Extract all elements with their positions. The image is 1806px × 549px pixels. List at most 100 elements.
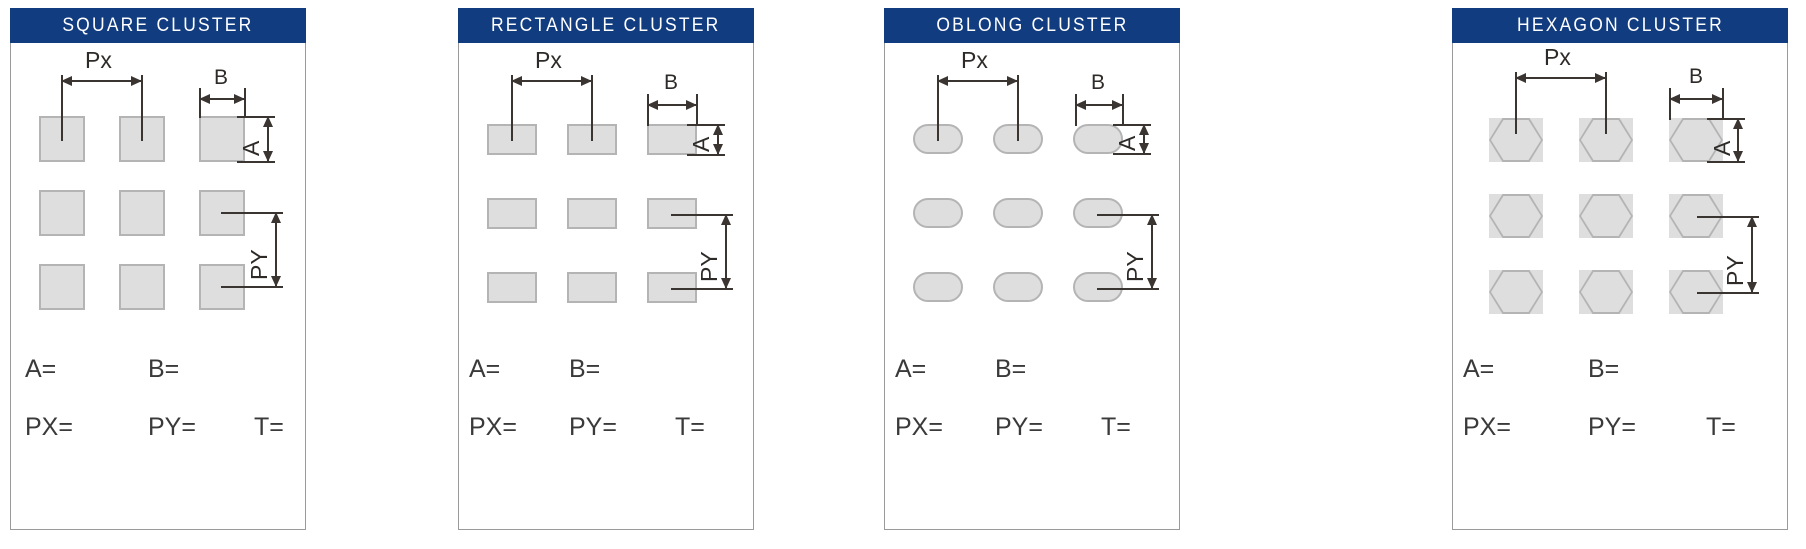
panel-header-rectangle: RECTANGLE CLUSTER bbox=[458, 8, 754, 43]
field-a: A= bbox=[25, 355, 57, 383]
cluster-shape bbox=[487, 272, 537, 303]
a-label: A bbox=[1114, 135, 1140, 151]
cluster-shape bbox=[487, 198, 537, 229]
cluster-shape bbox=[1073, 272, 1123, 302]
py-dimension-line bbox=[1751, 216, 1753, 293]
px-label: Px bbox=[535, 47, 562, 73]
panel-canvas-square: Px B A PY A= B= PX= P bbox=[11, 42, 305, 529]
b-label: B bbox=[664, 71, 679, 94]
a-arrow-up bbox=[1139, 124, 1149, 135]
px-dimension-line bbox=[937, 80, 1018, 82]
px-extension-left bbox=[511, 75, 513, 141]
py-label: PY bbox=[1722, 255, 1748, 286]
cluster-shape bbox=[647, 124, 697, 155]
py-extension-top bbox=[221, 212, 283, 214]
panel-square-cluster: SQUARE CLUSTER Px B bbox=[10, 8, 306, 530]
a-arrow-down bbox=[263, 151, 273, 162]
panel-title: HEXAGON CLUSTER bbox=[1516, 14, 1724, 36]
a-label: A bbox=[238, 140, 264, 156]
py-extension-bottom bbox=[671, 288, 733, 290]
a-dimension-line bbox=[1737, 118, 1739, 162]
py-dimension-line bbox=[275, 212, 277, 287]
a-arrow-up bbox=[1733, 118, 1743, 129]
cluster-shape bbox=[1669, 118, 1723, 162]
px-dimension-line bbox=[511, 80, 592, 82]
py-arrow-up bbox=[271, 212, 281, 223]
cluster-shape bbox=[647, 198, 697, 229]
b-label: B bbox=[1091, 71, 1106, 94]
b-extension-left bbox=[647, 94, 649, 126]
field-px: PX= bbox=[25, 413, 73, 441]
px-dimension-line bbox=[1515, 77, 1606, 79]
field-py: PY= bbox=[148, 413, 196, 441]
field-t: T= bbox=[254, 413, 284, 441]
field-a: A= bbox=[469, 355, 501, 383]
cluster-shape bbox=[567, 272, 617, 303]
b-arrow-left bbox=[199, 94, 210, 104]
px-arrow-right bbox=[581, 76, 592, 86]
py-extension-top bbox=[671, 214, 733, 216]
b-extension-right bbox=[696, 94, 698, 126]
a-arrow-up bbox=[713, 124, 723, 135]
a-label: A bbox=[688, 136, 714, 152]
py-extension-top bbox=[1097, 214, 1159, 216]
px-extension-left bbox=[61, 75, 63, 141]
b-extension-left bbox=[1669, 88, 1671, 120]
cluster-shape bbox=[1489, 194, 1543, 238]
cluster-shape bbox=[993, 198, 1043, 228]
a-extension-bottom bbox=[237, 161, 275, 163]
b-extension-right bbox=[1722, 88, 1724, 120]
b-arrow-right bbox=[686, 100, 697, 110]
px-arrow-right bbox=[1007, 76, 1018, 86]
b-arrow-left bbox=[1669, 94, 1680, 104]
field-t: T= bbox=[1706, 413, 1736, 441]
py-arrow-down bbox=[721, 278, 731, 289]
panel-title: SQUARE CLUSTER bbox=[62, 14, 254, 36]
px-label: Px bbox=[1544, 44, 1571, 70]
cluster-shape bbox=[39, 190, 85, 236]
px-extension-right bbox=[591, 75, 593, 141]
px-label: Px bbox=[85, 47, 112, 73]
px-arrow-right bbox=[131, 76, 142, 86]
px-extension-left bbox=[1515, 72, 1517, 134]
b-dimension-line bbox=[647, 104, 697, 106]
px-extension-left bbox=[937, 75, 939, 141]
px-arrow-right bbox=[1595, 73, 1606, 83]
cluster-shape bbox=[1073, 198, 1123, 228]
panel-canvas-rectangle: Px B A PY A= B= PX= PY= T= bbox=[459, 42, 753, 529]
b-dimension-line bbox=[1075, 104, 1123, 106]
cluster-shape bbox=[567, 198, 617, 229]
px-arrow-left bbox=[1515, 73, 1526, 83]
panel-header-square: SQUARE CLUSTER bbox=[10, 8, 306, 43]
a-extension-bottom bbox=[1113, 153, 1151, 155]
px-extension-right bbox=[141, 75, 143, 141]
field-a: A= bbox=[1463, 355, 1495, 383]
px-extension-right bbox=[1017, 75, 1019, 141]
py-label: PY bbox=[1122, 251, 1148, 282]
panel-title: OBLONG CLUSTER bbox=[935, 14, 1129, 36]
panel-rectangle-cluster: RECTANGLE CLUSTER Px B bbox=[458, 8, 754, 530]
field-py: PY= bbox=[995, 413, 1043, 441]
a-extension-bottom bbox=[687, 154, 725, 156]
b-arrow-right bbox=[1712, 94, 1723, 104]
px-extension-right bbox=[1605, 72, 1607, 134]
field-px: PX= bbox=[895, 413, 943, 441]
panel-header-hexagon: HEXAGON CLUSTER bbox=[1452, 8, 1788, 43]
b-label: B bbox=[214, 66, 229, 89]
field-px: PX= bbox=[469, 413, 517, 441]
b-arrow-left bbox=[647, 100, 658, 110]
a-dimension-line bbox=[267, 116, 269, 162]
a-extension-top bbox=[1113, 124, 1151, 126]
cluster-shape bbox=[39, 264, 85, 310]
panel-hexagon-cluster: HEXAGON CLUSTER Px B bbox=[1452, 8, 1788, 530]
py-extension-top bbox=[1697, 216, 1759, 218]
field-px: PX= bbox=[1463, 413, 1511, 441]
field-b: B= bbox=[995, 355, 1027, 383]
px-arrow-left bbox=[511, 76, 522, 86]
px-arrow-left bbox=[937, 76, 948, 86]
b-dimension-line bbox=[1669, 98, 1723, 100]
py-dimension-line bbox=[725, 214, 727, 289]
a-extension-top bbox=[687, 124, 725, 126]
py-arrow-down bbox=[1747, 282, 1757, 293]
a-extension-top bbox=[237, 116, 275, 118]
